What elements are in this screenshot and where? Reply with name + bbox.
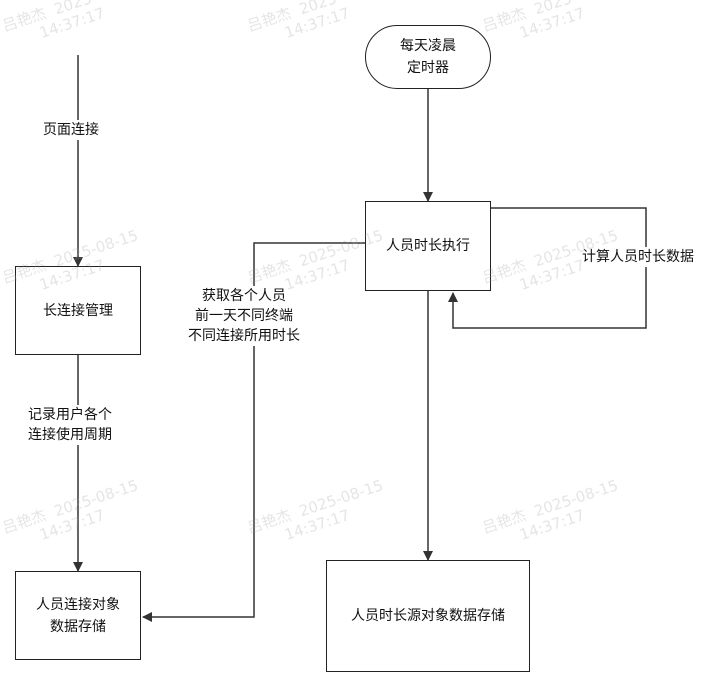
connection-store-node: 人员连接对象数据存储: [15, 571, 141, 660]
edge-label-page-connect-text: 页面连接: [43, 122, 99, 138]
edge-label-calc-text: 计算人员时长数据: [582, 249, 694, 265]
long-connection-management-label: 长连接管理: [43, 302, 113, 319]
edge-label-record-cycles: 记录用户各个 连接使用周期: [28, 405, 112, 445]
connection-store-line1: 人员连接对象: [36, 596, 120, 613]
duration-exec-label: 人员时长执行: [386, 238, 470, 254]
duration-store-label: 人员时长源对象数据存储: [351, 608, 505, 624]
timer-node-line2: 定时器: [407, 60, 449, 76]
edge-label-fetch-line2: 前一天不同终端: [195, 308, 293, 324]
long-connection-management-node: 长连接管理: [15, 266, 141, 355]
edge-label-fetch-line3: 不同连接所用时长: [188, 328, 300, 344]
duration-exec-node: 人员时长执行: [365, 201, 491, 291]
edge-calc-durations: [448, 207, 647, 329]
edge-label-calc-durations: 计算人员时长数据: [582, 247, 694, 267]
edge-label-record-cycles-line1: 记录用户各个: [28, 407, 112, 423]
edge-fetch-durations: [142, 242, 365, 622]
edge-label-page-connect: 页面连接: [43, 120, 99, 140]
connection-store-line2: 数据存储: [50, 618, 106, 635]
edge-label-fetch-line1: 获取各个人员: [202, 288, 286, 304]
duration-store-node: 人员时长源对象数据存储: [326, 560, 530, 672]
edge-label-fetch-durations: 获取各个人员 前一天不同终端 不同连接所用时长: [188, 286, 300, 346]
edge-label-record-cycles-line2: 连接使用周期: [28, 427, 112, 443]
timer-node-line1: 每天凌晨: [400, 38, 456, 54]
timer-node: 每天凌晨定时器: [365, 25, 491, 89]
